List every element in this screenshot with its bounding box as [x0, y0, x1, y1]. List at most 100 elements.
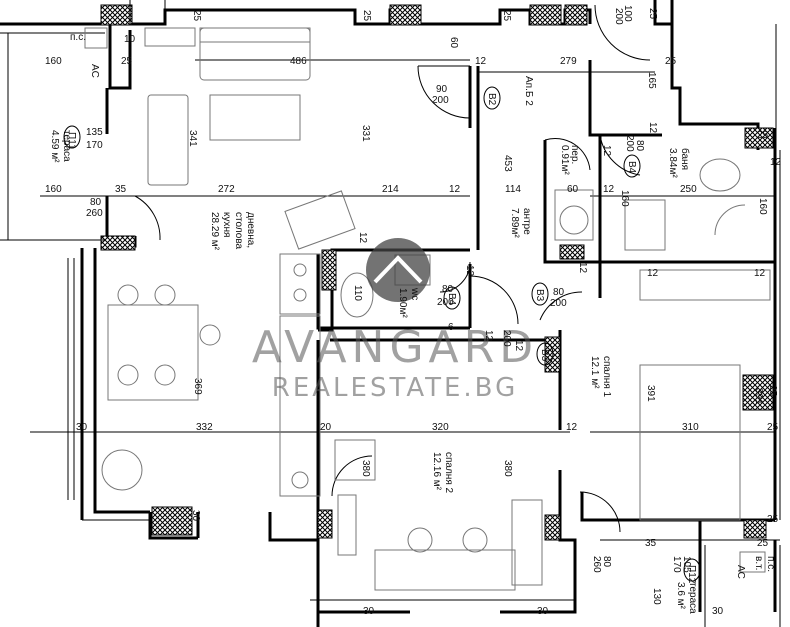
tag-p11: П11: [66, 132, 77, 150]
terrace2-name: тераса: [687, 582, 698, 614]
dim: 130: [651, 588, 662, 605]
dim: 80: [553, 287, 565, 298]
living-area: 28.29 м²: [209, 212, 220, 251]
living-name3: кухня: [221, 212, 232, 237]
dim: 453: [502, 155, 513, 172]
dim: 320: [432, 422, 449, 433]
dim: 486: [290, 56, 307, 67]
dim: 279: [560, 56, 577, 67]
dim: 12: [449, 184, 461, 195]
dim: 214: [382, 184, 399, 195]
dim: 260: [86, 208, 103, 219]
tag-ac2: AC: [735, 565, 746, 579]
dim: 391: [645, 385, 656, 402]
dim: 200: [613, 8, 624, 25]
dim: 80: [442, 284, 454, 295]
dim: 332: [196, 422, 213, 433]
bed1-area: 12.1 м²: [589, 356, 600, 389]
dim: 12: [357, 232, 368, 244]
dim: 200: [550, 298, 567, 309]
dim: 60: [448, 37, 459, 49]
hall-name: антре: [521, 208, 532, 235]
laundry-area: 0.91м²: [559, 145, 570, 175]
dim: 200: [624, 135, 635, 152]
dim: 272: [218, 184, 235, 195]
dim: 30: [76, 422, 88, 433]
dim: 200: [437, 297, 454, 308]
dim: 12: [513, 340, 524, 352]
dim: 380: [360, 460, 371, 477]
terrace1-area: 4.59 м²: [49, 130, 60, 163]
dim: 170: [86, 140, 103, 151]
dim: 25: [647, 8, 658, 20]
dim: 12: [770, 157, 782, 168]
dim: 160: [619, 190, 630, 207]
tag-b2: В2: [486, 93, 497, 106]
dim: 30: [190, 510, 201, 522]
dim: 12: [464, 265, 475, 277]
tag-bt: в.т.: [753, 556, 764, 570]
dim: 12: [603, 184, 615, 195]
apartment-label: Ап.Б 2: [523, 76, 534, 106]
tag-b3a: В3: [534, 289, 545, 302]
dim: 12: [577, 262, 588, 274]
dim: 6: [448, 322, 454, 333]
dim: 12: [601, 145, 612, 157]
dim: 260: [591, 556, 602, 573]
watermark-line1: AVANGARD: [252, 322, 538, 373]
dim: 90: [436, 84, 448, 95]
furniture: [84, 27, 771, 591]
dim: 35: [115, 184, 127, 195]
dim: 80: [90, 197, 102, 208]
tag-b4b: В4: [446, 293, 457, 306]
dim: 60: [567, 184, 579, 195]
dim: 110: [352, 285, 363, 301]
bath-name: баня: [679, 148, 691, 170]
dim: 80: [601, 556, 612, 568]
dim: 12: [483, 330, 494, 342]
tag-ps2: п.с.: [765, 556, 776, 572]
dim: 12: [647, 268, 659, 279]
tag-ps1: п.с.: [70, 32, 86, 43]
living-name1: дневна,: [245, 212, 256, 248]
dim: 12: [754, 268, 766, 279]
tag-b3b: В3: [539, 349, 550, 362]
bed2-name: спалня 2: [443, 452, 454, 494]
dim: 25: [757, 538, 769, 549]
dim: 25: [757, 130, 769, 141]
dim: 80: [634, 140, 645, 152]
wc-name: wc: [409, 287, 420, 300]
dim: 25: [361, 10, 372, 22]
dim: 25: [665, 56, 677, 67]
dim: 30: [363, 606, 375, 617]
dim: 20: [320, 422, 332, 433]
watermark-line2: REALESTATE.BG: [272, 373, 518, 403]
dim: 30: [712, 606, 724, 617]
dim: 135: [86, 127, 103, 138]
dim: 341: [187, 130, 198, 147]
hall-area: 7.89м²: [509, 208, 520, 238]
dim: 310: [682, 422, 699, 433]
dim: 10: [124, 34, 136, 45]
living-name2: столова: [233, 212, 244, 250]
dim: 25: [191, 10, 202, 22]
dim: 250: [680, 184, 697, 195]
dimension-labels: 25 25 25 100 200 25 10 25 160 486 60 12 …: [45, 5, 782, 617]
dim: 25: [767, 385, 778, 397]
watermark: AVANGARD REALESTATE.BG: [252, 238, 538, 403]
bath-area: 3.84м²: [667, 148, 678, 178]
terrace2-area: 3.6 м²: [675, 582, 686, 610]
dim: 25: [767, 514, 779, 525]
opening-tag-labels: П11 П12 В2 В3 В3 В4 В4 п.с. AC п.с. AC в…: [66, 32, 776, 584]
tag-ac1: AC: [89, 64, 100, 78]
bed1-name: спалня 1: [601, 356, 612, 398]
dim: 12: [566, 422, 578, 433]
tag-b4a: В4: [626, 161, 637, 174]
dim: 200: [432, 95, 449, 106]
watermark-logo-circle: [366, 238, 430, 302]
wc-area: 1.90м²: [397, 288, 408, 318]
dim: 170: [671, 556, 682, 573]
dim: 114: [505, 184, 521, 195]
